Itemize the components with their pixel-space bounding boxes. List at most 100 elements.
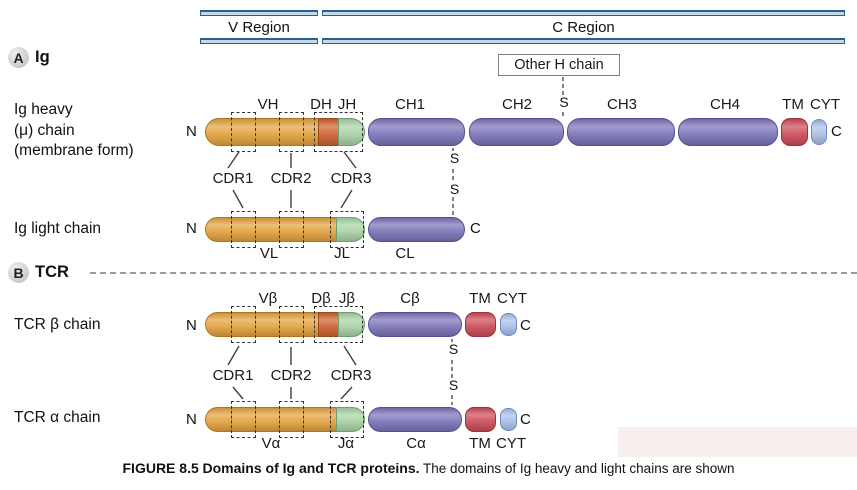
figure-description: The domains of Ig heavy and light chains… — [423, 461, 735, 476]
heavy-v-segment — [205, 118, 320, 146]
light-j-segment — [336, 217, 365, 242]
disulfide-s-bottom-b: S — [445, 378, 462, 393]
other-h-chain-box: Other H chain — [498, 54, 620, 76]
alpha-c-terminus: C — [520, 411, 531, 428]
beta-tm-domain — [465, 312, 496, 337]
heavy-cyt-domain — [811, 119, 827, 145]
cdr3-connector-beta — [343, 345, 357, 366]
heavy-tm-domain — [781, 118, 808, 146]
cdr1-label-a: CDR1 — [212, 170, 254, 187]
alpha-j-segment — [336, 407, 365, 432]
label-tm-beta: TM — [469, 290, 491, 307]
label-tm-heavy: TM — [782, 96, 804, 113]
disulfide-s-top-b: S — [445, 342, 462, 357]
label-ch4: CH4 — [709, 96, 740, 113]
alpha-c-domain — [368, 407, 462, 432]
cdr1-connector-beta — [227, 345, 240, 366]
heavy-ch2-domain — [469, 118, 564, 146]
heavy-cdr3-box — [314, 112, 363, 152]
cdr3-label-a: CDR3 — [330, 170, 372, 187]
region-header-v-label: V Region — [228, 19, 290, 36]
alpha-v-segment — [205, 407, 338, 432]
bracket-bottom-bar — [322, 38, 845, 44]
panel-divider-dashed-line — [90, 272, 857, 274]
light-cdr1-box — [231, 211, 256, 248]
alpha-tm-domain — [465, 407, 496, 432]
beta-j-segment — [338, 312, 365, 337]
cdr1-connector-heavy — [227, 151, 240, 169]
heavy-n-terminus: N — [186, 123, 197, 140]
cdr3-connector-light — [340, 189, 353, 209]
light-vj-segment-group — [205, 217, 365, 242]
label-v-beta: Vβ — [258, 290, 278, 307]
beta-cyt-domain — [500, 313, 517, 336]
beta-cdr2-box — [279, 306, 304, 343]
label-tm-alpha: TM — [469, 435, 491, 452]
light-v-segment — [205, 217, 338, 242]
beta-chain-name: TCR β chain — [14, 316, 101, 333]
label-c-beta: Cβ — [400, 290, 420, 307]
cdr2-label-a: CDR2 — [270, 170, 312, 187]
disulfide-s-top-a: S — [446, 151, 463, 166]
pink-highlight-region — [618, 427, 857, 457]
heavy-ch1-domain — [368, 118, 465, 146]
alpha-chain-name: TCR α chain — [14, 409, 101, 426]
disulfide-s-other-h: S — [555, 95, 573, 110]
beta-c-terminus: C — [520, 317, 531, 334]
label-ch2: CH2 — [501, 96, 532, 113]
light-cdr3-box — [330, 211, 364, 248]
label-ch3: CH3 — [606, 96, 637, 113]
light-cdr2-box — [279, 211, 304, 248]
region-header-v: V Region — [200, 10, 318, 44]
heavy-j-segment — [338, 118, 365, 146]
figure-title: Domains of Ig and TCR proteins. — [202, 460, 420, 476]
alpha-cyt-domain — [500, 408, 517, 431]
cdr3-connector-alpha — [340, 386, 353, 400]
bracket-top-bar — [322, 10, 845, 16]
label-cyt-alpha: CYT — [496, 435, 526, 452]
cdr1-connector-light — [232, 189, 244, 209]
figure-number: FIGURE 8.5 — [122, 460, 199, 476]
cdr3-connector-heavy — [343, 151, 357, 169]
region-header-c: C Region — [322, 10, 845, 44]
panel-b-title: TCR — [35, 263, 69, 281]
beta-vdj-segment-group — [205, 312, 365, 337]
label-vh: VH — [257, 96, 279, 113]
bracket-top-bar — [200, 10, 318, 16]
alpha-cdr2-box — [279, 401, 304, 438]
bracket-bottom-bar — [200, 38, 318, 44]
cdr2-label-b: CDR2 — [270, 367, 312, 384]
heavy-ch3-domain — [567, 118, 675, 146]
region-header-c-label: C Region — [552, 19, 615, 36]
beta-d-segment — [318, 312, 340, 337]
label-jh: JH — [337, 96, 357, 113]
cdr1-connector-alpha — [232, 386, 244, 400]
light-n-terminus: N — [186, 220, 197, 237]
beta-c-domain — [368, 312, 462, 337]
disulfide-s-bottom-a: S — [446, 182, 463, 197]
label-v-alpha: Vα — [261, 435, 281, 452]
alpha-cdr3-box — [330, 401, 364, 438]
beta-cdr3-box — [314, 306, 363, 343]
label-d-beta: Dβ — [311, 290, 331, 307]
light-c-terminus: C — [470, 220, 481, 237]
beta-v-segment — [205, 312, 320, 337]
label-cyt-beta: CYT — [497, 290, 527, 307]
label-ch1: CH1 — [394, 96, 425, 113]
heavy-cdr2-box — [279, 112, 304, 152]
panel-b-marker: B — [8, 262, 29, 283]
alpha-cdr1-box — [231, 401, 256, 438]
light-chain-name: Ig light chain — [14, 220, 102, 237]
label-vl: VL — [259, 245, 279, 262]
label-j-beta: Jβ — [338, 290, 356, 307]
heavy-c-terminus: C — [831, 123, 842, 140]
panel-a-title: Ig — [35, 48, 50, 66]
label-cyt-heavy: CYT — [810, 96, 840, 113]
label-dh: DH — [310, 96, 332, 113]
heavy-vdj-segment-group — [205, 118, 365, 146]
alpha-n-terminus: N — [186, 411, 197, 428]
heavy-chain-name: Ig heavy (μ) chain (membrane form) — [14, 101, 134, 159]
label-cl: CL — [395, 245, 415, 262]
